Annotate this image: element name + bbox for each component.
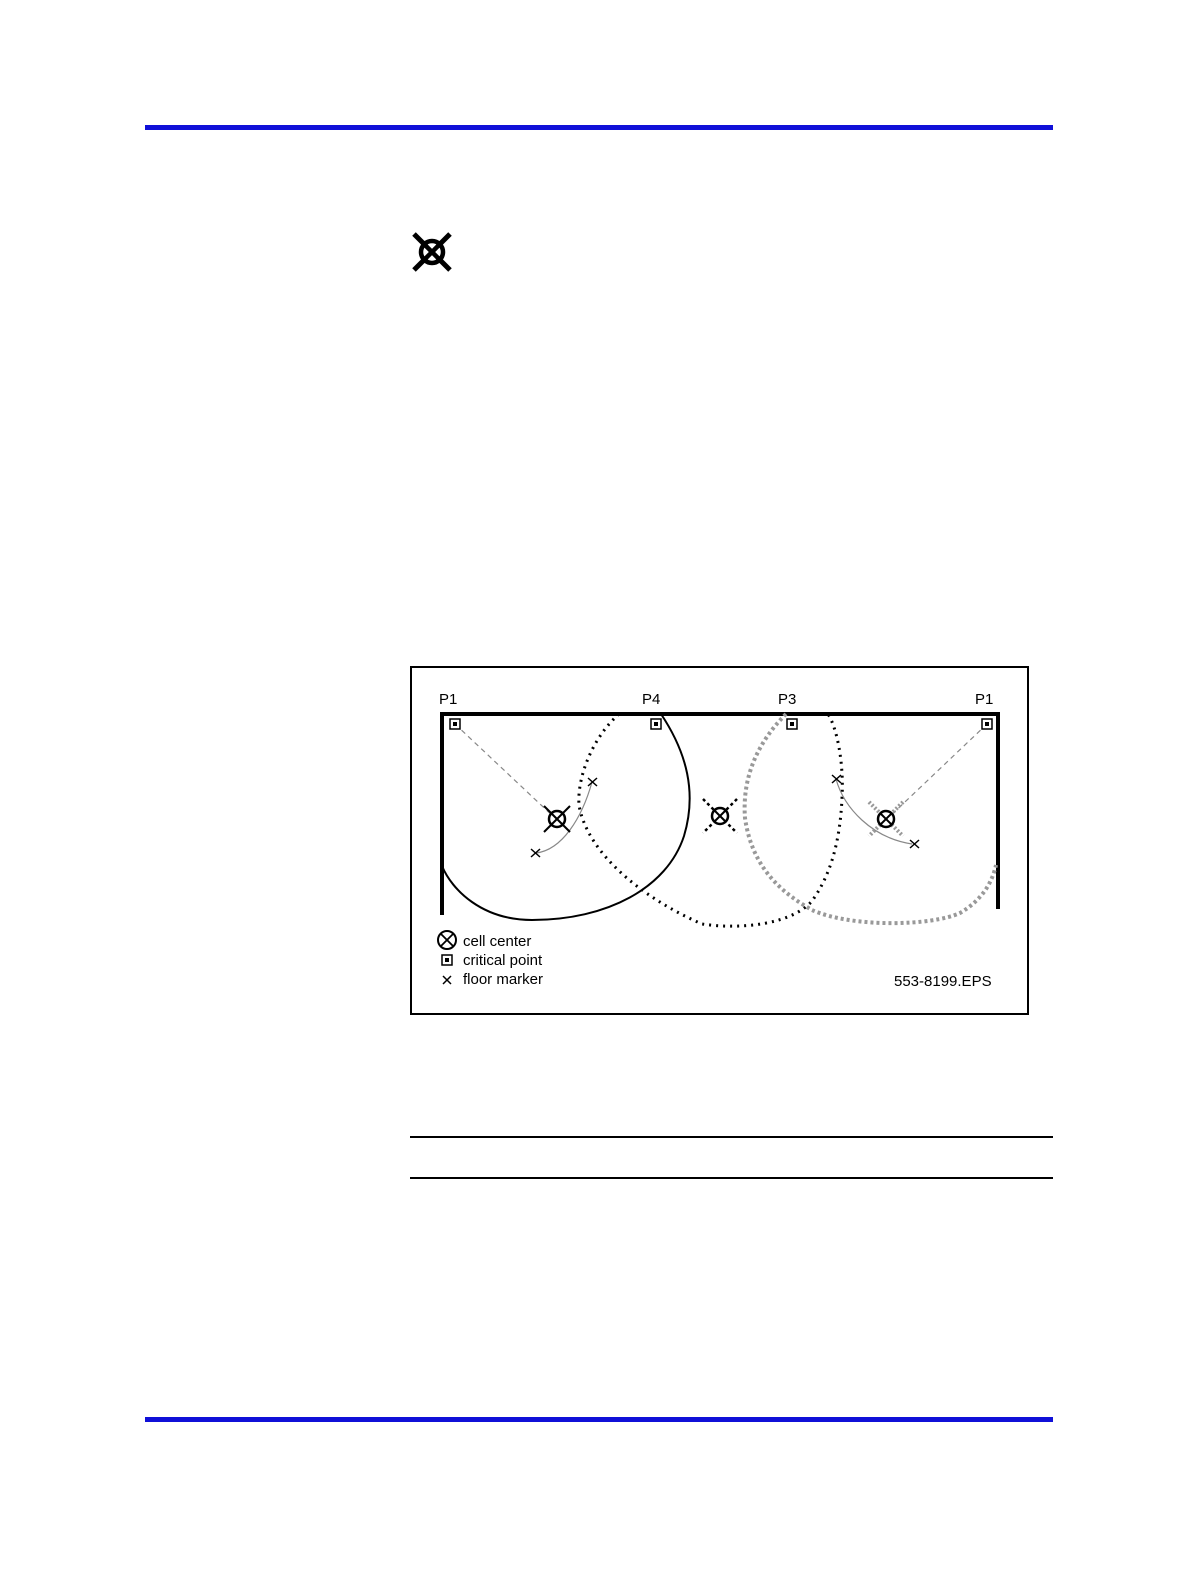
header-rule — [145, 125, 1053, 130]
critical-point-p3 — [787, 719, 797, 729]
sight-line-right — [886, 724, 987, 820]
label-p3: P3 — [778, 691, 796, 708]
floor-marker — [588, 778, 597, 786]
legend-cell-center: cell center — [463, 933, 531, 950]
coverage-grey — [745, 714, 996, 923]
figure-id: 553-8199.EPS — [894, 973, 992, 990]
coverage-dotted — [579, 714, 843, 926]
legend-critical-point-icon — [442, 955, 452, 965]
label-p1-right: P1 — [975, 691, 993, 708]
critical-point-p4 — [651, 719, 661, 729]
sight-line-left — [455, 724, 557, 820]
label-p1-left: P1 — [439, 691, 457, 708]
coverage-diagram: P1 P4 P3 P1 cell center critical point f… — [412, 668, 1027, 1013]
cell-center-left — [544, 806, 570, 832]
cell-center-right — [869, 802, 903, 836]
legend-floor-marker-icon — [443, 976, 451, 984]
cell-center-middle — [703, 799, 737, 833]
footer-rule — [145, 1417, 1053, 1422]
table-rule-bottom — [410, 1177, 1053, 1179]
legend-cell-center-icon — [438, 931, 456, 949]
label-p4: P4 — [642, 691, 660, 708]
table-rule-top — [410, 1136, 1053, 1138]
cell-center-icon — [410, 230, 454, 274]
legend-critical-point: critical point — [463, 952, 543, 969]
legend-floor-marker: floor marker — [463, 971, 543, 988]
coverage-figure: P1 P4 P3 P1 cell center critical point f… — [410, 666, 1029, 1015]
critical-point-p1-right — [982, 719, 992, 729]
critical-point-p1-left — [450, 719, 460, 729]
